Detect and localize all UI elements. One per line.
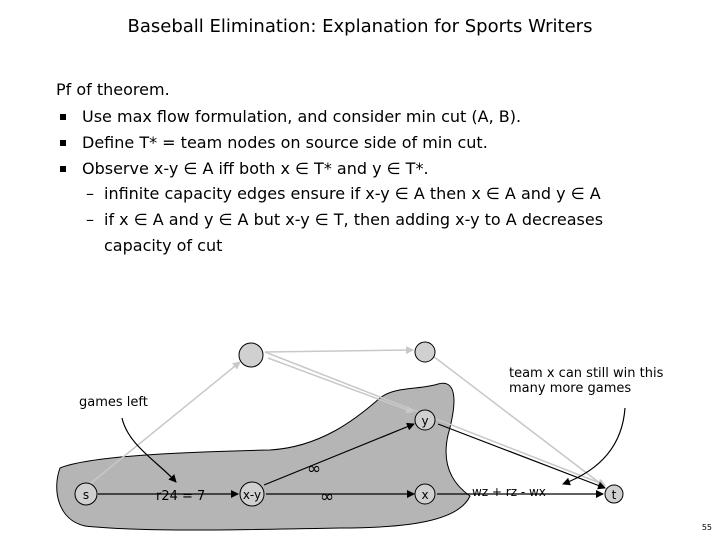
games-left-annotation: games left xyxy=(79,395,148,410)
sub-bullet-item: –infinite capacity edges ensure if x-y ∈… xyxy=(86,184,601,203)
min-cut-region xyxy=(56,382,471,531)
bullet-item: Define T* = team nodes on source side of… xyxy=(60,133,488,152)
edge-label-capacity-x: wz + rz - wx xyxy=(472,485,546,499)
dash-icon: – xyxy=(86,184,94,203)
nodes xyxy=(74,341,624,507)
sub-bullet-text: if x ∈ A and y ∈ A but x-y ∈ T, then add… xyxy=(104,210,604,229)
edge-label-infinity-top: ∞ xyxy=(307,459,321,479)
bullet-text: Observe x-y ∈ A iff both x ∈ T* and y ∈ … xyxy=(82,159,429,178)
sub-bullet-item: –if x ∈ A and y ∈ A but x-y ∈ T, then ad… xyxy=(86,210,603,229)
bullet-text: Define T* = team nodes on source side of… xyxy=(82,133,488,152)
node-team-game-top xyxy=(238,342,264,368)
edge-label-r24: r24 = 7 xyxy=(156,489,205,504)
node-team-top xyxy=(414,341,436,363)
bullet-item: Observe x-y ∈ A iff both x ∈ T* and y ∈ … xyxy=(60,159,429,178)
sub-bullet-text: infinite capacity edges ensure if x-y ∈ … xyxy=(104,184,601,203)
team-x-annotation-line1: team x can still win this xyxy=(509,366,664,381)
bullet-dot-icon xyxy=(60,139,66,146)
node-x-label: x xyxy=(421,488,428,502)
flow-edges xyxy=(98,407,626,498)
games-left-pointer xyxy=(121,417,177,483)
node-s-label: s xyxy=(83,488,89,502)
bullet-text: Use max flow formulation, and consider m… xyxy=(82,107,522,126)
dash-icon: – xyxy=(86,210,94,229)
node-xy-label: x-y xyxy=(243,488,261,502)
sub-bullet-continuation: capacity of cut xyxy=(104,236,223,255)
team-x-annotation-line2: many more games xyxy=(509,381,631,396)
node-y xyxy=(414,409,436,431)
bullet-item: Use max flow formulation, and consider m… xyxy=(60,107,521,126)
node-y-label: y xyxy=(421,414,428,428)
bullet-dot-icon xyxy=(60,113,66,120)
node-x xyxy=(414,483,436,505)
node-s xyxy=(74,482,98,506)
proof-heading: Pf of theorem. xyxy=(56,80,170,99)
edge-label-infinity-mid: ∞ xyxy=(320,487,334,507)
node-t-label: t xyxy=(612,488,617,502)
node-xy xyxy=(239,481,265,507)
team-x-pointer xyxy=(562,407,626,486)
page-number: 55 xyxy=(701,523,712,532)
slide-title: Baseball Elimination: Explanation for Sp… xyxy=(127,16,593,37)
bullet-dot-icon xyxy=(60,165,66,172)
node-t xyxy=(604,484,624,504)
